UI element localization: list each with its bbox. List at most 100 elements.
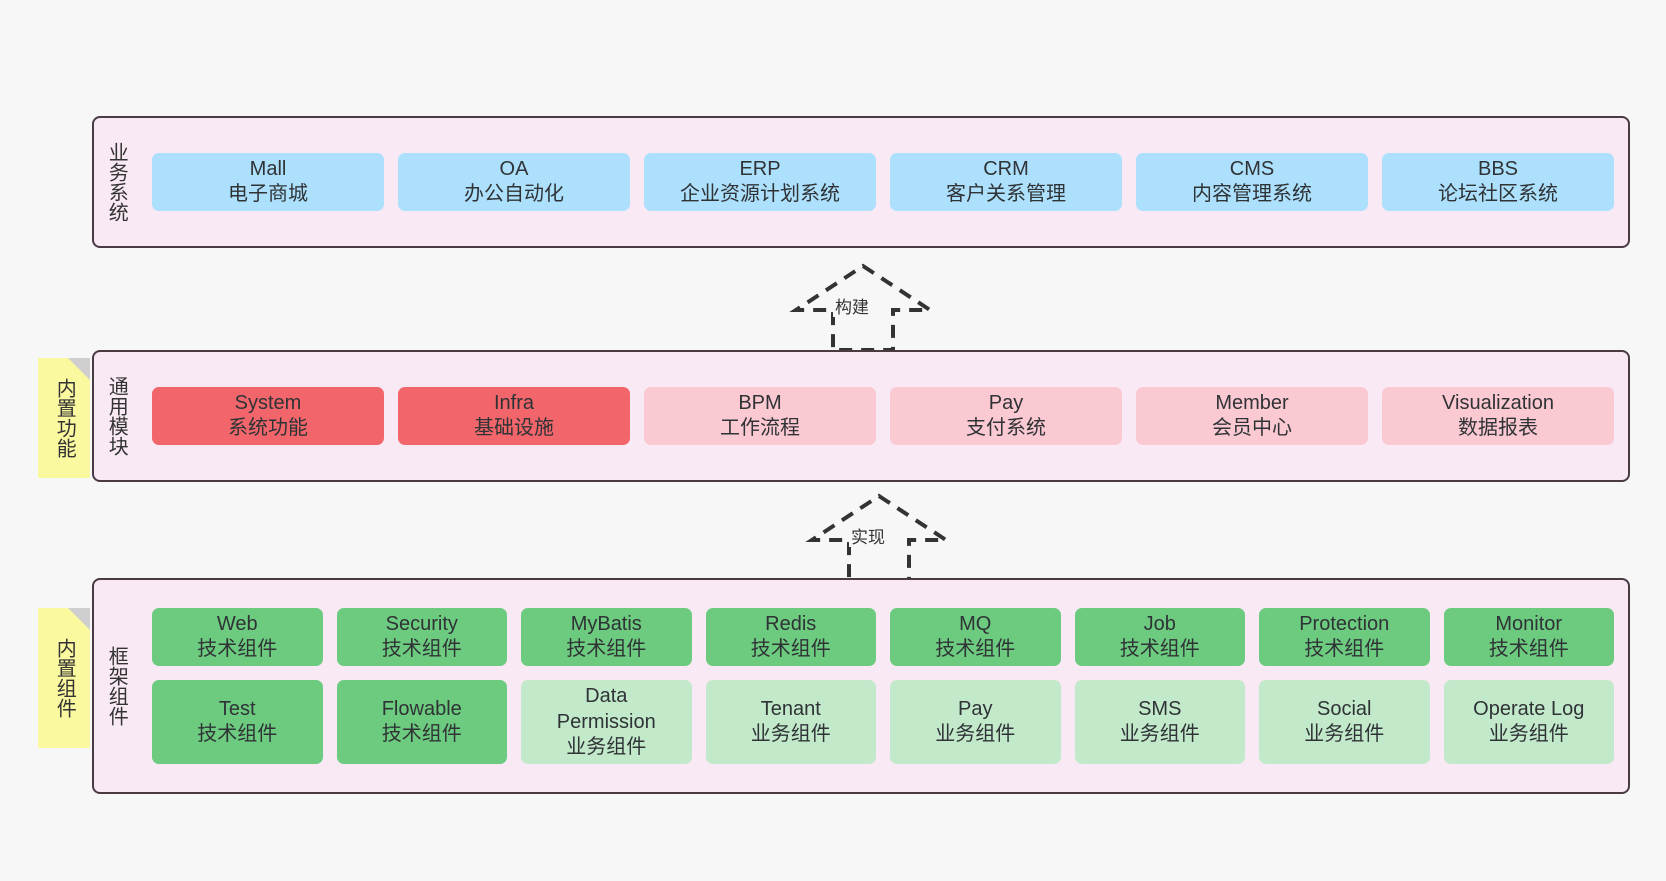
note-builtin-function-label: 内置功能 xyxy=(53,378,76,458)
framework-card-security[interactable]: Security 技术组件 xyxy=(336,608,507,667)
card-desc: 会员中心 xyxy=(1212,417,1292,439)
business-card-cms[interactable]: CMS 内容管理系统 xyxy=(1136,152,1368,212)
layer-body-common-module: System 系统功能 Infra 基础设施 BPM 工作流程 Pay 支付系统… xyxy=(138,352,1628,480)
card-desc: 业务组件 xyxy=(1304,723,1385,746)
card-desc: 业务组件 xyxy=(1119,723,1200,746)
card-desc: 技术组件 xyxy=(1119,638,1200,661)
layer-title-common-module: 通用模块 xyxy=(105,376,128,456)
card-name: Tenant xyxy=(760,698,821,720)
note-fold-corner-icon xyxy=(68,608,90,630)
common-card-pay[interactable]: Pay 支付系统 xyxy=(890,386,1122,446)
common-card-infra[interactable]: Infra 基础设施 xyxy=(398,386,630,446)
card-name: Operate Log xyxy=(1473,698,1585,720)
card-name: Pay xyxy=(988,391,1024,414)
card-desc: 业务组件 xyxy=(1488,723,1569,746)
card-desc: 电子商城 xyxy=(228,183,308,205)
note-fold-corner-icon xyxy=(68,358,90,380)
layer-framework-component: 框架组件 Web 技术组件 Security 技术组件 MyBatis 技术组件… xyxy=(92,578,1630,794)
business-card-mall[interactable]: Mall 电子商城 xyxy=(152,152,384,212)
card-desc: 客户关系管理 xyxy=(946,183,1066,205)
card-desc: 技术组件 xyxy=(1488,638,1569,661)
card-name: Web xyxy=(216,613,258,636)
card-name: OA xyxy=(499,157,529,180)
card-desc: 技术组件 xyxy=(750,638,831,661)
card-name: Visualization xyxy=(1442,391,1554,414)
card-desc: 业务组件 xyxy=(935,723,1016,746)
card-desc: 技术组件 xyxy=(381,723,462,746)
card-name: BPM xyxy=(738,391,782,414)
card-name: Monitor xyxy=(1495,613,1563,636)
framework-biz-row: Test 技术组件 Flowable 技术组件 Data Permission … xyxy=(152,680,1614,764)
card-name: Redis xyxy=(765,613,817,636)
card-name: Job xyxy=(1143,613,1176,636)
framework-card-redis[interactable]: Redis 技术组件 xyxy=(705,608,876,667)
framework-card-job[interactable]: Job 技术组件 xyxy=(1074,608,1245,667)
card-name: MyBatis xyxy=(570,613,642,636)
framework-card-test[interactable]: Test 技术组件 xyxy=(152,680,323,764)
card-name: CMS xyxy=(1229,157,1275,180)
layer-common-module: 通用模块 System 系统功能 Infra 基础设施 BPM 工作流程 Pay… xyxy=(92,350,1630,482)
layer-body-framework-component: Web 技术组件 Security 技术组件 MyBatis 技术组件 Redi… xyxy=(138,580,1628,792)
card-name-line2: Permission xyxy=(556,710,656,733)
layer-business-system: 业务系统 Mall 电子商城 OA 办公自动化 ERP 企业资源计划系统 CRM… xyxy=(92,116,1630,248)
card-name: Member xyxy=(1215,391,1289,414)
card-name: MQ xyxy=(959,613,992,636)
card-desc: 技术组件 xyxy=(566,638,647,661)
framework-card-mybatis[interactable]: MyBatis 技术组件 xyxy=(521,608,692,667)
card-name: ERP xyxy=(739,157,781,180)
framework-card-monitor[interactable]: Monitor 技术组件 xyxy=(1443,608,1614,667)
card-name: Protection xyxy=(1299,613,1390,636)
card-desc: 系统功能 xyxy=(228,417,308,439)
card-name: Mall xyxy=(249,157,287,180)
business-card-bbs[interactable]: BBS 论坛社区系统 xyxy=(1382,152,1614,212)
framework-card-operate-log[interactable]: Operate Log 业务组件 xyxy=(1443,680,1614,764)
framework-card-tenant[interactable]: Tenant 业务组件 xyxy=(705,680,876,764)
card-name: SMS xyxy=(1138,698,1182,720)
card-desc: 技术组件 xyxy=(1304,638,1385,661)
card-desc: 支付系统 xyxy=(966,417,1046,439)
common-card-member[interactable]: Member 会员中心 xyxy=(1136,386,1368,446)
card-desc: 业务组件 xyxy=(750,723,831,746)
common-card-bpm[interactable]: BPM 工作流程 xyxy=(644,386,876,446)
card-name: System xyxy=(234,391,302,414)
card-name: Test xyxy=(218,698,256,720)
common-card-system[interactable]: System 系统功能 xyxy=(152,386,384,446)
framework-card-pay[interactable]: Pay 业务组件 xyxy=(890,680,1061,764)
card-desc: 技术组件 xyxy=(197,723,278,746)
layer-title-business-system: 业务系统 xyxy=(105,142,128,222)
business-card-erp[interactable]: ERP 企业资源计划系统 xyxy=(644,152,876,212)
card-desc: 技术组件 xyxy=(935,638,1016,661)
business-system-row: Mall 电子商城 OA 办公自动化 ERP 企业资源计划系统 CRM 客户关系… xyxy=(152,152,1614,212)
card-desc: 技术组件 xyxy=(381,638,462,661)
card-desc: 技术组件 xyxy=(197,638,278,661)
framework-card-sms[interactable]: SMS 业务组件 xyxy=(1074,680,1245,764)
common-card-visualization[interactable]: Visualization 数据报表 xyxy=(1382,386,1614,446)
card-desc: 办公自动化 xyxy=(464,183,564,205)
framework-card-data-permission[interactable]: Data Permission 业务组件 xyxy=(521,680,692,764)
note-builtin-component-label: 内置组件 xyxy=(53,638,76,718)
framework-card-social[interactable]: Social 业务组件 xyxy=(1259,680,1430,764)
arrow-implement: 实现 xyxy=(805,492,953,584)
card-desc: 论坛社区系统 xyxy=(1438,183,1558,205)
card-desc: 基础设施 xyxy=(474,417,554,439)
card-name: Flowable xyxy=(381,698,462,720)
card-desc: 业务组件 xyxy=(566,735,647,758)
framework-card-web[interactable]: Web 技术组件 xyxy=(152,608,323,667)
arrow-build-label: 构建 xyxy=(833,298,871,317)
card-name: Pay xyxy=(958,698,993,720)
card-desc: 内容管理系统 xyxy=(1192,183,1312,205)
business-card-crm[interactable]: CRM 客户关系管理 xyxy=(890,152,1122,212)
business-card-oa[interactable]: OA 办公自动化 xyxy=(398,152,630,212)
layer-body-business-system: Mall 电子商城 OA 办公自动化 ERP 企业资源计划系统 CRM 客户关系… xyxy=(138,118,1628,246)
framework-card-flowable[interactable]: Flowable 技术组件 xyxy=(336,680,507,764)
arrow-build: 构建 xyxy=(789,262,937,354)
framework-card-protection[interactable]: Protection 技术组件 xyxy=(1259,608,1430,667)
card-name: Social xyxy=(1317,698,1372,720)
framework-tech-row: Web 技术组件 Security 技术组件 MyBatis 技术组件 Redi… xyxy=(152,608,1614,667)
card-name: BBS xyxy=(1477,157,1519,180)
card-desc: 工作流程 xyxy=(720,417,800,439)
framework-card-mq[interactable]: MQ 技术组件 xyxy=(890,608,1061,667)
card-name: Infra xyxy=(493,391,535,414)
arrow-implement-label: 实现 xyxy=(849,528,887,547)
